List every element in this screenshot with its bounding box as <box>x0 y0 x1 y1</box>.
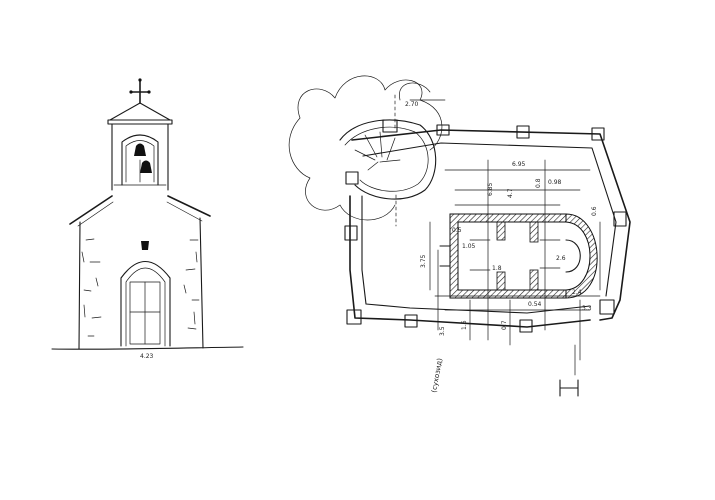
cross-icon <box>129 78 151 104</box>
church-plan <box>439 213 598 299</box>
pillar <box>599 299 615 315</box>
courtyard-wall-inner <box>361 142 617 314</box>
dim-label: 0.8 <box>535 178 542 188</box>
pillar <box>346 309 362 325</box>
dim-label: 6.95 <box>512 161 526 168</box>
gable-roof-inner <box>77 201 203 227</box>
dim-label: 4.7 <box>507 188 514 198</box>
pillar <box>404 314 418 328</box>
pier <box>496 271 506 291</box>
dim-label: 3.3 <box>582 305 592 312</box>
dim-label: 2.70 <box>405 101 419 108</box>
pillar <box>344 225 358 241</box>
dim-label: 0.5 <box>452 227 462 234</box>
gable-roof <box>69 195 211 225</box>
floor-plan: 2.70 6.95 6.85 4.7 0.8 0.6 3.75 1.05 1.8… <box>288 75 631 397</box>
altar-circle <box>565 239 581 273</box>
elevation-width-label: 4.23 <box>140 353 154 360</box>
pillar <box>436 124 450 136</box>
bell-icon-lower <box>140 160 152 173</box>
dim-label: 0.98 <box>548 179 562 186</box>
pillar <box>613 211 627 227</box>
bell-opening <box>121 134 159 186</box>
pillar <box>591 127 605 141</box>
pillar <box>345 171 359 185</box>
stone-texture <box>81 238 200 337</box>
elevation-left-wall <box>78 221 81 350</box>
ground-line <box>51 346 244 350</box>
dim-label: 3.75 <box>420 254 427 268</box>
church-elevation: 4.23 <box>51 78 244 360</box>
pier <box>496 221 506 241</box>
entrance-door <box>120 261 171 347</box>
lamp-icon <box>141 241 149 250</box>
dimension-lines <box>409 99 601 376</box>
dim-label: 1.05 <box>462 243 476 250</box>
dim-label: 3.5 <box>439 326 446 336</box>
dim-label: 2.4 <box>572 289 582 296</box>
entrance-step <box>439 245 451 267</box>
apse <box>565 213 598 299</box>
dim-label: 0.6 <box>591 206 598 216</box>
dim-label: 1.8 <box>492 265 502 272</box>
pier <box>529 269 539 291</box>
pier <box>529 221 539 243</box>
dim-label: 0.7 <box>501 320 508 330</box>
pillar <box>516 125 530 139</box>
section-note: (сухозид) <box>430 357 444 393</box>
courtyard-wall-outer <box>349 129 631 328</box>
church-wall-hatched <box>449 213 567 299</box>
elevation-right-wall <box>199 217 204 349</box>
dim-label: 1.6 <box>461 320 468 330</box>
dim-label: 6.85 <box>487 182 494 196</box>
pillar <box>519 319 533 333</box>
scale-mark <box>559 379 579 397</box>
dim-label: 2.6 <box>556 255 566 262</box>
tree-canopy <box>288 75 443 227</box>
dim-label: 0.54 <box>528 301 542 308</box>
bell-icon <box>134 143 146 156</box>
